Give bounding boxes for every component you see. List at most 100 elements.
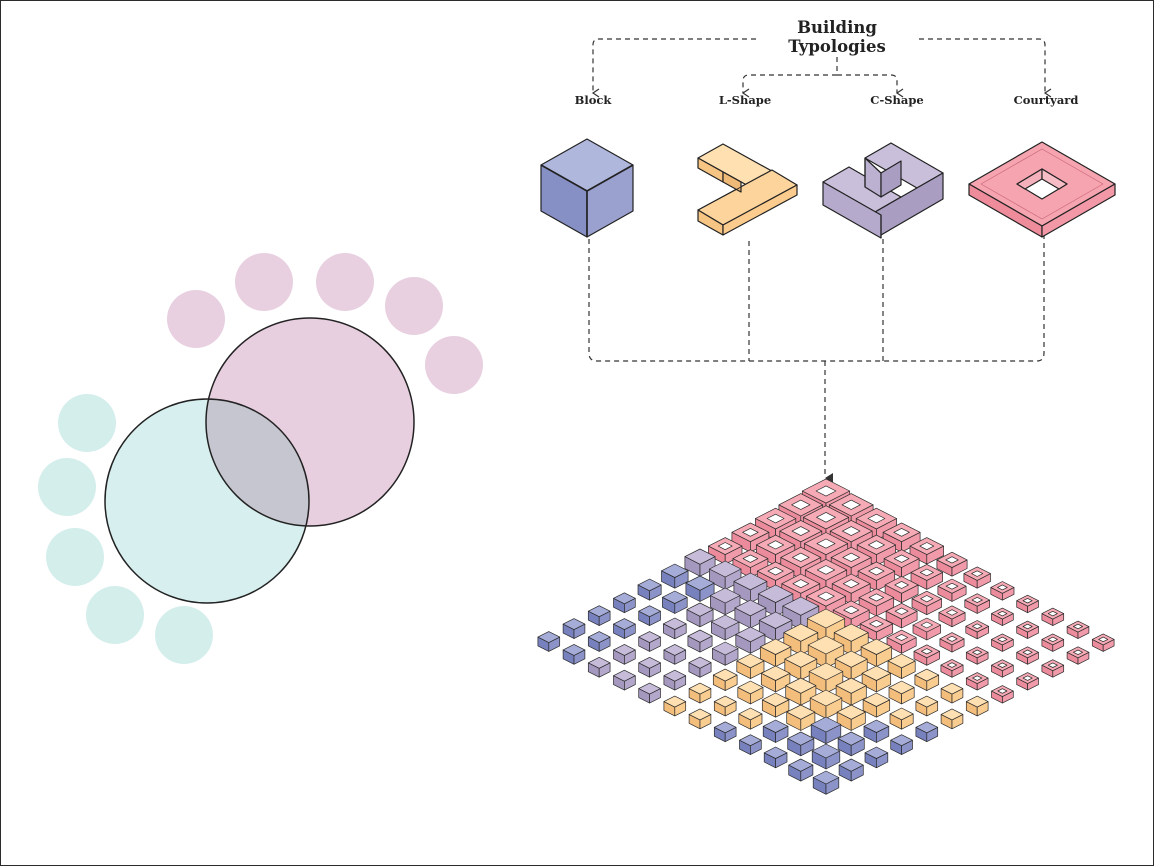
courtyard-void bbox=[791, 526, 810, 536]
grid-unit-top bbox=[738, 707, 763, 721]
courtyard-void bbox=[946, 609, 958, 616]
grid-unit-top bbox=[915, 695, 939, 708]
grid-unit-top bbox=[807, 635, 845, 655]
courtyard-icon bbox=[968, 141, 1116, 238]
grid-unit-top bbox=[587, 605, 611, 618]
grid-unit-top bbox=[688, 708, 712, 721]
grid-unit-top bbox=[638, 656, 661, 669]
grid-unit-top bbox=[638, 682, 661, 695]
grid-unit-top bbox=[965, 695, 989, 708]
title-line-1: Building bbox=[797, 18, 877, 37]
grid-unit-top bbox=[688, 682, 712, 695]
courtyard-void bbox=[997, 662, 1008, 668]
courtyard-void bbox=[791, 499, 811, 510]
label-block: Block bbox=[574, 93, 612, 107]
satellite-circle bbox=[316, 253, 374, 311]
grid-unit-top bbox=[709, 560, 742, 578]
satellite-circle bbox=[167, 290, 225, 348]
grid-unit-top bbox=[757, 584, 794, 603]
grid-unit-top bbox=[712, 641, 739, 656]
grid-unit-top bbox=[613, 644, 636, 656]
grid-unit-top bbox=[887, 653, 916, 669]
courtyard-void bbox=[1047, 662, 1058, 668]
grid-unit-top bbox=[940, 708, 964, 721]
courtyard-void bbox=[997, 636, 1008, 643]
courtyard-void bbox=[972, 675, 983, 681]
grid-unit-top bbox=[663, 617, 687, 630]
courtyard-void bbox=[1022, 598, 1033, 604]
grid-unit-top bbox=[940, 682, 964, 695]
courtyard-void bbox=[972, 649, 983, 655]
courtyard-void bbox=[895, 634, 909, 641]
satellite-circle bbox=[46, 528, 104, 586]
grid-unit-top bbox=[712, 668, 738, 682]
courtyard-void bbox=[842, 579, 860, 589]
grid-unit-top bbox=[760, 665, 791, 681]
courtyard-void bbox=[997, 610, 1008, 617]
courtyard-void bbox=[997, 584, 1008, 591]
grid-unit-top bbox=[613, 669, 636, 682]
grid-unit-top bbox=[613, 592, 636, 605]
grid-unit-top bbox=[758, 611, 793, 629]
grid-unit-top bbox=[812, 770, 840, 785]
block-icon bbox=[540, 138, 634, 238]
grid-unit-top bbox=[811, 743, 841, 759]
grid-unit-top bbox=[713, 695, 737, 708]
grid-unit-top bbox=[638, 605, 661, 618]
satellite-circle bbox=[86, 586, 144, 644]
grid-unit-top bbox=[835, 677, 867, 694]
courtyard-void bbox=[920, 595, 934, 603]
grid-unit-top bbox=[809, 689, 843, 707]
courtyard-void bbox=[767, 540, 785, 550]
grid-unit-top bbox=[711, 614, 740, 630]
courtyard-void bbox=[817, 591, 835, 601]
typology-grid bbox=[537, 478, 1115, 795]
satellite-circle bbox=[58, 394, 116, 452]
grid-unit-top bbox=[737, 680, 764, 695]
courtyard-void bbox=[742, 554, 759, 563]
grid-unit-top bbox=[759, 638, 792, 655]
label-courtyard: Courtyard bbox=[1013, 93, 1079, 107]
courtyard-void bbox=[815, 485, 837, 497]
grid-unit-top bbox=[890, 734, 913, 747]
grid-unit-top bbox=[834, 650, 868, 668]
grid-unit-top bbox=[713, 721, 737, 734]
grid-unit-top bbox=[638, 631, 661, 643]
grid-unit-top bbox=[710, 587, 741, 604]
l-shape-icon bbox=[697, 143, 798, 236]
courtyard-void bbox=[1073, 649, 1083, 655]
courtyard-void bbox=[816, 565, 836, 575]
courtyard-void bbox=[946, 662, 958, 668]
grid-unit-top bbox=[860, 638, 893, 655]
satellite-circle bbox=[235, 253, 293, 311]
satellite-circle bbox=[385, 277, 443, 335]
courtyard-void bbox=[921, 648, 933, 655]
courtyard-void bbox=[972, 623, 983, 630]
courtyard-void bbox=[869, 619, 884, 628]
grid-unit-top bbox=[684, 548, 716, 565]
satellite-circle bbox=[425, 336, 483, 394]
grid-unit-top bbox=[763, 746, 788, 759]
grid-unit-top bbox=[761, 692, 790, 707]
grid-unit-top bbox=[864, 746, 889, 759]
courtyard-void bbox=[997, 688, 1008, 694]
grid-unit-top bbox=[836, 704, 866, 720]
courtyard-void bbox=[842, 552, 860, 562]
grid-unit-top bbox=[736, 653, 765, 669]
courtyard-void bbox=[1022, 649, 1033, 655]
grid-unit-top bbox=[784, 650, 818, 668]
courtyard-void bbox=[971, 596, 983, 603]
grid-unit-top bbox=[562, 644, 586, 656]
grid-unit-top bbox=[888, 680, 915, 695]
grid-unit-top bbox=[838, 758, 864, 772]
courtyard-void bbox=[816, 538, 836, 549]
courtyard-void bbox=[893, 528, 910, 537]
courtyard-void bbox=[867, 540, 885, 550]
grid-unit-top bbox=[782, 596, 820, 616]
grid-unit-top bbox=[762, 719, 789, 733]
grid-unit-top bbox=[863, 719, 890, 733]
courtyard-void bbox=[1022, 623, 1033, 630]
courtyard-void bbox=[946, 635, 958, 642]
grid-unit-top bbox=[662, 590, 688, 604]
